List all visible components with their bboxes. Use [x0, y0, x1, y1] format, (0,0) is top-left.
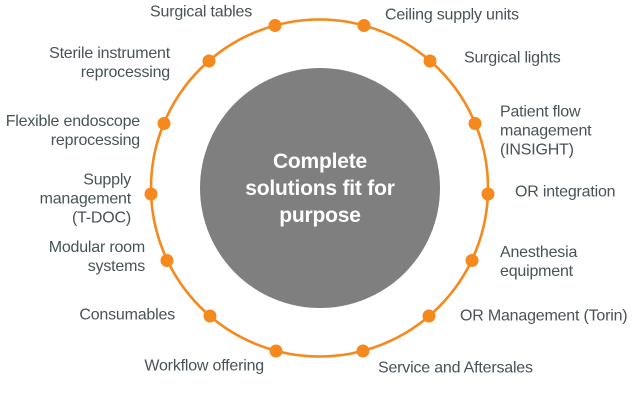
spoke-label-patient-flow-management-insight: Patient flow management (INSIGHT) — [500, 103, 592, 159]
ring-dot — [356, 344, 370, 358]
ring-dot — [481, 187, 495, 201]
ring-dot — [468, 117, 482, 130]
ring-dot — [357, 19, 371, 32]
spoke-label-ceiling-supply-units: Ceiling supply units — [385, 6, 519, 24]
spoke-label-supply-management-tdoc: Supply management (T-DOC) — [39, 171, 132, 227]
ring-dot — [203, 309, 217, 323]
spoke-label-modular-room-systems: Modular room systems — [48, 239, 146, 275]
ring-dot — [268, 19, 282, 32]
ring-dot — [423, 54, 437, 68]
ring-dot — [269, 344, 283, 358]
spoke-label-flexible-endoscope-reprocessing: Flexible endoscope reprocessing — [5, 113, 140, 149]
spoke-label-workflow-offering: Workflow offering — [144, 357, 264, 375]
ring-dot — [157, 117, 171, 130]
spoke-label-or-management-torin: OR Management (Torin) — [460, 307, 628, 325]
spoke-label-surgical-tables: Surgical tables — [150, 3, 252, 21]
ring-dot — [422, 309, 436, 323]
spoke-label-service-and-aftersales: Service and Aftersales — [378, 359, 533, 377]
spoke-label-consumables: Consumables — [79, 306, 175, 324]
spoke-label-or-integration: OR integration — [515, 183, 616, 201]
ring-dot — [202, 54, 216, 68]
spoke-label-sterile-instrument-reprocessing: Sterile instrument reprocessing — [49, 45, 170, 81]
center-hub-circle: Complete solutions fit for purpose — [200, 68, 440, 308]
spoke-label-surgical-lights: Surgical lights — [464, 49, 561, 67]
ring-dot — [144, 187, 158, 201]
ring-dot — [160, 254, 174, 267]
center-hub-label: Complete solutions fit for purpose — [245, 149, 395, 227]
spoke-label-anesthesia-equipment: Anesthesia equipment — [500, 244, 578, 280]
ring-dot — [465, 254, 479, 267]
